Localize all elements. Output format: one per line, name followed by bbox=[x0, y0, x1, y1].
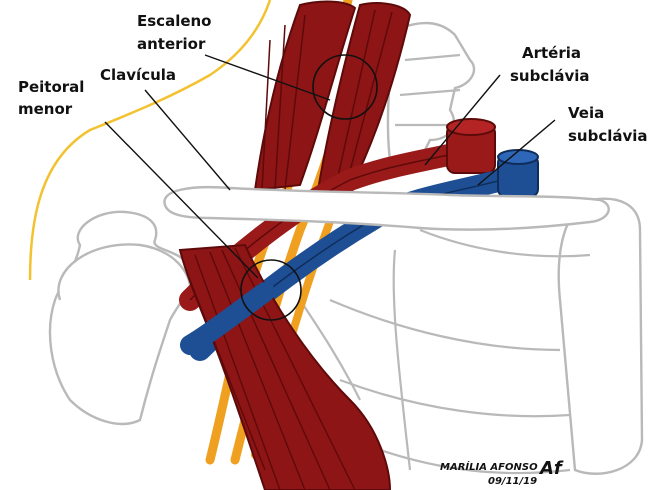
rib-2 bbox=[330, 300, 560, 350]
label-arteria-1: Artéria bbox=[522, 44, 581, 62]
signature-date: 09/11/19 bbox=[488, 476, 537, 487]
rib-3 bbox=[340, 380, 570, 416]
sternum bbox=[559, 199, 642, 474]
rib-line bbox=[394, 250, 410, 470]
label-arteria-2: subclávia bbox=[510, 67, 590, 85]
label-escaleno-2: anterior bbox=[137, 35, 206, 53]
label-veia-2: subclávia bbox=[568, 127, 648, 145]
signature-initials: Af bbox=[538, 458, 564, 479]
clavicle bbox=[164, 187, 608, 229]
label-escaleno-1: Escaleno bbox=[137, 12, 212, 30]
label-peitoral-1: Peitoral bbox=[18, 78, 84, 96]
signature-name: MARÍLIA AFONSO bbox=[440, 460, 538, 473]
label-peitoral-2: menor bbox=[18, 100, 73, 118]
label-clavicula: Clavícula bbox=[100, 66, 176, 84]
label-veia-1: Veia bbox=[568, 104, 604, 122]
